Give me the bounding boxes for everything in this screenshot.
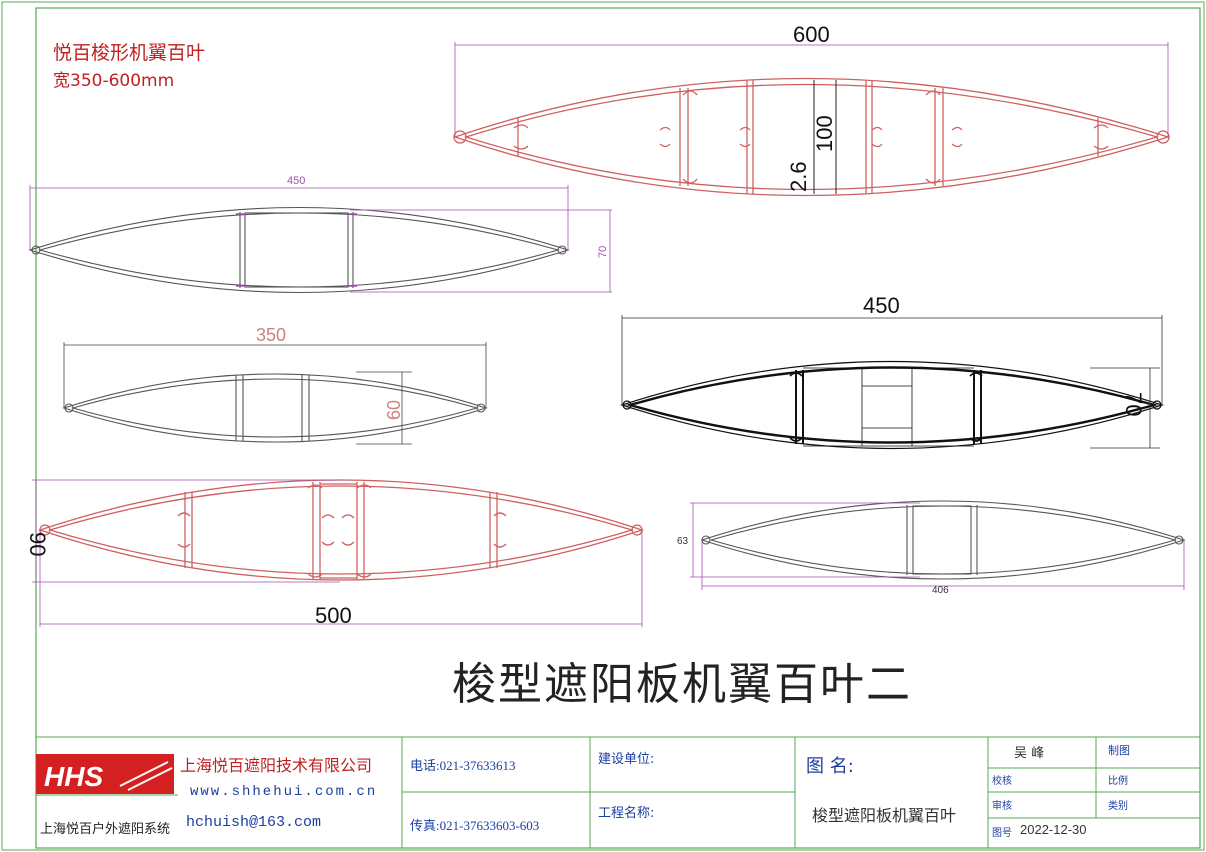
profile-406-width-label: 406 (932, 585, 949, 596)
profile-350-height-label: 60 (384, 400, 404, 420)
profile-450-a-marks (236, 213, 357, 287)
profile-350-dims (63, 342, 487, 445)
profile-600 (452, 77, 1171, 197)
profile-600-width-label: 600 (793, 22, 830, 47)
logo-stripes (119, 761, 173, 791)
company-logo (36, 754, 174, 794)
role-check-label: 校核 (992, 776, 1012, 787)
logo-text: HHS (44, 761, 103, 792)
phone-number: 电话:021-37633613 (410, 758, 516, 773)
role-review-label: 审核 (992, 801, 1012, 812)
company-email[interactable]: hchuish@163.com (186, 814, 322, 831)
drawing-name-value: 梭型遮阳板机翼百叶 (812, 806, 957, 825)
role-category: 类别 (1108, 801, 1128, 812)
company-website[interactable]: www.shhehui.com.cn (190, 784, 378, 800)
profile-450-b-dims (621, 315, 1163, 449)
profile-500-dims (32, 479, 643, 627)
title-block-grid (36, 736, 1200, 848)
profile-600-height-label: 100 (812, 115, 837, 152)
series-name: 悦百梭形机翼百叶 (53, 42, 206, 64)
profile-500 (37, 479, 645, 581)
logo-caption: 上海悦百户外遮阳系统 (40, 822, 171, 837)
profile-500-height-label: 90 (25, 532, 50, 556)
profile-350 (62, 373, 488, 443)
client-label: 建设单位: (598, 752, 655, 767)
profile-600-thickness-label: 2.6 (786, 161, 811, 192)
company-name: 上海悦百遮阳技术有限公司 (180, 756, 373, 775)
fax-number: 传真:021-37633603-603 (410, 818, 540, 833)
project-label: 工程名称: (598, 806, 655, 821)
profile-406-dims (690, 502, 1185, 590)
profile-350-width-label: 350 (256, 325, 286, 345)
drawing-name-label: 图 名: (806, 756, 854, 777)
profile-406-height-label: 63 (677, 536, 689, 547)
drawing-border-inner (35, 7, 1201, 849)
profile-406 (700, 500, 1186, 580)
width-range-note: 宽350-600mm (53, 71, 175, 91)
role-draw: 制图 (1108, 744, 1130, 757)
profile-600-dims-dark (813, 80, 837, 194)
profile-450-b-height-label: 70 (1121, 392, 1146, 416)
profile-450-b-width-label: 450 (863, 293, 900, 318)
profile-450-b (620, 360, 1164, 450)
drawing-date: 2022-12-30 (1020, 822, 1087, 837)
profile-450-a (28, 206, 570, 294)
profile-600-dims (454, 42, 1169, 137)
role-scale: 比例 (1108, 776, 1128, 787)
profile-450-a-width-label: 450 (287, 175, 305, 187)
profile-450-a-height-label: 70 (597, 246, 609, 258)
designer-name: 吴 峰 (1014, 746, 1045, 761)
drawing-number-label: 图号 (992, 828, 1012, 839)
profile-500-width-label: 500 (315, 603, 352, 628)
drawing-title: 梭型遮阳板机翼百叶二 (452, 659, 912, 710)
profile-450-a-dims (29, 185, 612, 293)
